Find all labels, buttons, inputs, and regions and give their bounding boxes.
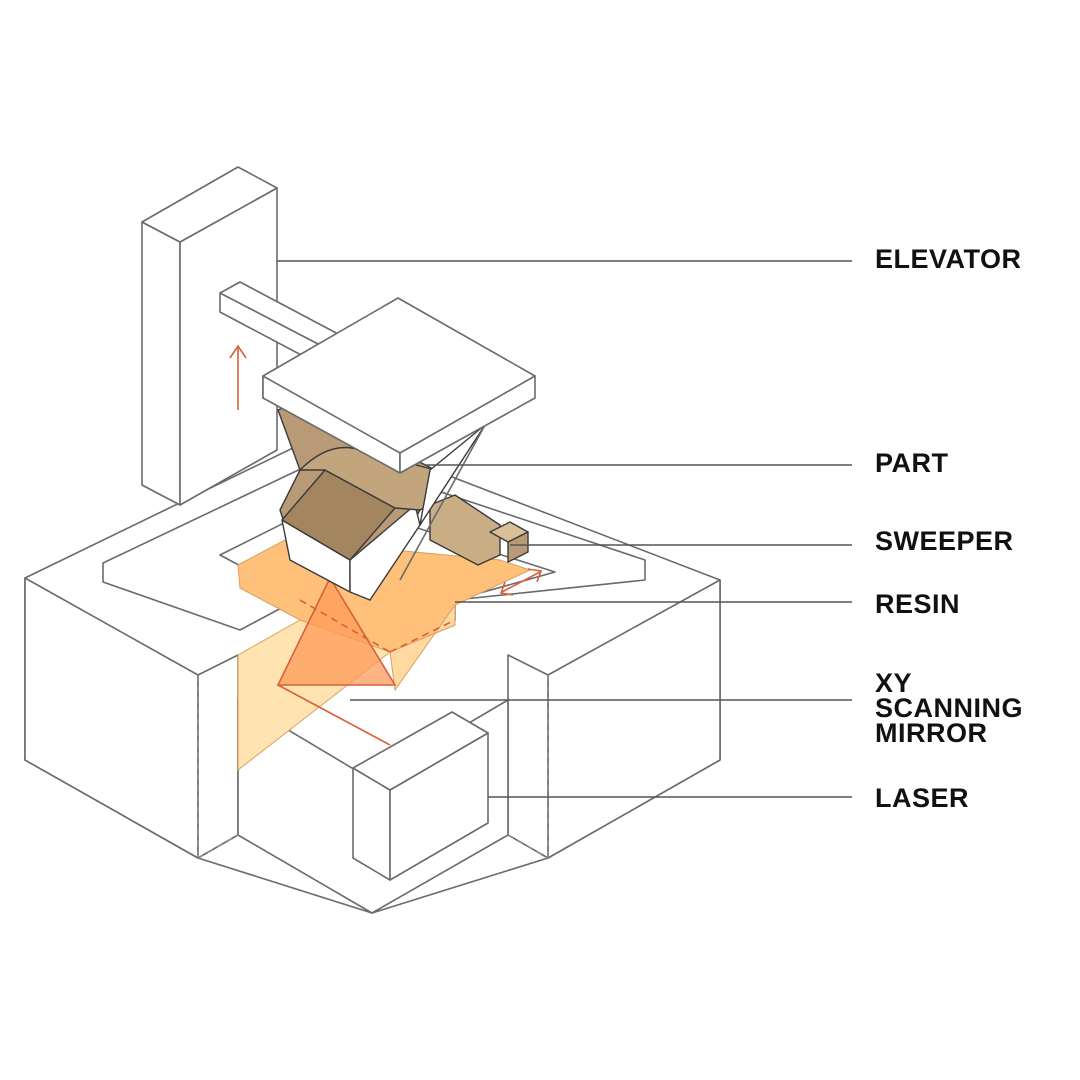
part-support <box>419 424 486 526</box>
arm-edge <box>219 292 321 346</box>
column-top <box>141 166 278 243</box>
sweeper <box>429 494 529 566</box>
hidden-edge <box>507 834 549 859</box>
elevator-column <box>141 166 341 506</box>
laser-beam <box>277 684 391 746</box>
hidden-edge <box>197 834 239 859</box>
sweeper-bar <box>429 494 501 566</box>
double-arrow-icon <box>499 568 543 596</box>
up-arrow-icon <box>229 344 247 410</box>
build-platform <box>262 297 536 601</box>
column-front <box>141 221 181 506</box>
column-side <box>179 187 278 506</box>
support-edge <box>399 424 486 581</box>
leader-lines <box>277 260 852 798</box>
label-resin: RESIN <box>875 589 961 619</box>
platform-side <box>399 375 536 474</box>
resin-hidden-edge <box>299 599 391 653</box>
laser-top <box>352 711 489 791</box>
resin-hidden-edge <box>389 619 456 653</box>
laser-unit <box>352 711 489 881</box>
sweeper-block-front <box>507 531 529 563</box>
label-xy-scanning-mirror: XY SCANNING MIRROR <box>875 668 1024 748</box>
resin-side-face <box>389 603 456 692</box>
label-sweeper: SWEEPER <box>875 526 1014 556</box>
label-part: PART <box>875 448 949 478</box>
base-inner-right <box>507 654 549 859</box>
laser-cone <box>276 576 397 686</box>
label-elevator: ELEVATOR <box>875 244 1022 274</box>
part-lower-side <box>349 504 421 601</box>
base-inner-left <box>197 654 239 859</box>
label-laser: LASER <box>875 783 970 813</box>
